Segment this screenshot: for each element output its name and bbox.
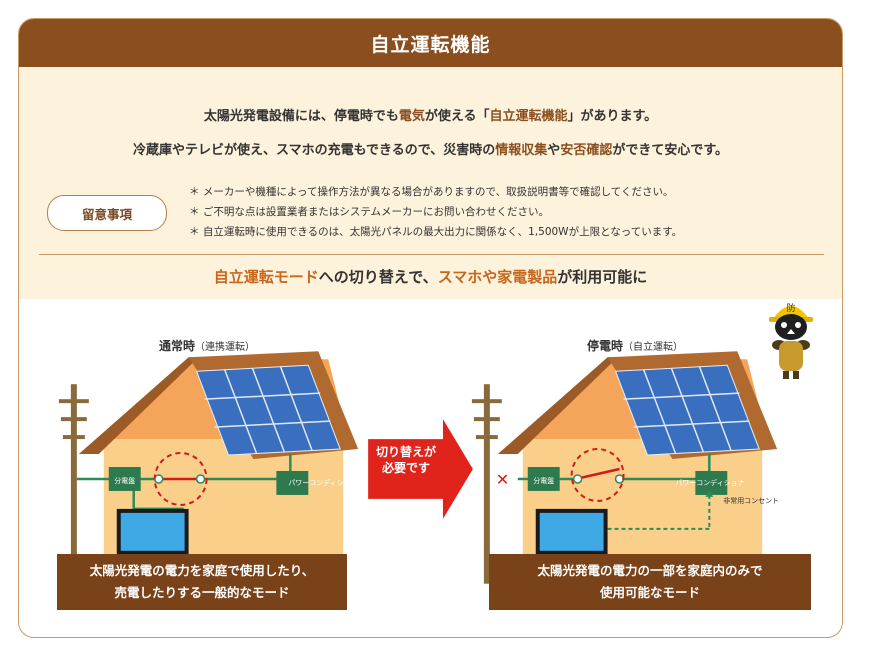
caption-normal-line-1: 太陽光発電の電力を家庭で使用したり、 [89,563,315,578]
tv-icon [535,508,608,561]
intro-line-2: 冷蔵庫やテレビが使え、スマホの充電もできるので、災害時の情報収集や安否確認ができ… [19,139,842,158]
subtitle: 自立運転モードへの切り替えで、スマホや家電製品が利用可能に [19,266,842,287]
intro-text: や [547,143,561,158]
utility-pole-right [471,384,502,584]
house-right [497,351,778,589]
switch-highlight-right [570,448,625,502]
switch-highlight-left [153,452,208,506]
label-normal: 通常時（連携運転） [159,337,255,354]
caption-outage-line-1: 太陽光発電の電力の一部を家庭内のみで [537,563,763,578]
subtitle-text: への切り替えで、 [318,268,438,286]
subtitle-devices: スマホや家電製品 [437,268,558,286]
breaker-label: 分電盤 [533,476,554,485]
notes-label-text: 留意事項 [81,206,132,222]
highlight-feature: 自立運転機能 [489,109,568,124]
label-outage-title: 停電時 [587,339,624,353]
pcs-label: パワーコンディショナ [675,478,744,487]
note-item: ＊ ご不明な点は設置業者またはシステムメーカーにお問い合わせください。 [189,206,550,218]
breaker-left [108,467,141,491]
intro-text: が使える「 [424,109,490,124]
label-outage-sub: （自立運転） [623,342,684,353]
caption-outage-line-2: 使用可能なモード [599,585,700,600]
top-section: 太陽光発電設備には、停電時でも電気が使える「自立運転機能」があります。 冷蔵庫や… [19,67,842,379]
note-item: ＊ メーカーや機種によって操作方法が異なる場合がありますので、取扱説明書等で確認… [189,186,674,198]
subtitle-mode: 自立運転モード [213,268,319,286]
pcs-right [695,470,728,495]
house-left [78,351,359,589]
utility-pole-left [58,384,89,584]
diagram: 分電盤 パワーコンディショナ ✕ [58,351,779,589]
switch-arrow [368,419,473,519]
notes-label: 留意事項 [47,195,167,231]
cut-icon: ✕ [496,470,509,489]
card-title: 自立運転機能 [370,33,491,56]
switch-arrow-label: 切り替えが 必要です [371,444,441,476]
switch-label-line-1: 切り替えが [375,445,436,459]
breaker-label: 分電盤 [114,476,135,485]
breaker-right [527,467,560,491]
notes-list: ＊ メーカーや機種によって操作方法が異なる場合がありますので、取扱説明書等で確認… [189,182,829,242]
intro-text: 太陽光発電設備には、停電時でも [203,109,399,124]
mascot-icon: 防 [769,302,813,379]
card-header: 自立運転機能 [19,19,842,67]
label-normal-sub: （連携運転） [195,342,256,353]
intro-text: 」があります。 [567,109,658,124]
pcs-label: パワーコンディショナ [288,478,357,487]
intro-line-1: 太陽光発電設備には、停電時でも電気が使える「自立運転機能」があります。 [19,105,842,124]
subtitle-text: が利用可能に [557,268,648,286]
intro-text: ができて安心です。 [612,143,729,158]
outlet-label: 非常用コンセント [723,496,779,505]
pcs-left [276,470,309,495]
tv-icon [116,508,189,561]
note-item: ＊ 自立運転時に使用できるのは、太陽光パネルの最大出力に関係なく、1,500Wが… [189,226,683,238]
highlight-safety: 安否確認 [560,143,613,158]
info-card: 自立運転機能 太陽光発電設備には、停電時でも電気が使える「自立運転機能」がありま… [18,18,843,638]
caption-normal: 太陽光発電の電力を家庭で使用したり、 売電したりする一般的なモード [57,554,347,610]
switch-label-line-2: 必要です [381,461,430,475]
highlight-denki: 電気 [398,109,425,124]
mascot-badge: 防 [786,302,795,314]
highlight-info: 情報収集 [495,143,548,158]
intro-text: 冷蔵庫やテレビが使え、スマホの充電もできるので、災害時の [132,143,496,158]
caption-normal-line-2: 売電したりする一般的なモード [114,585,290,600]
label-normal-title: 通常時 [159,339,196,353]
caption-outage: 太陽光発電の電力の一部を家庭内のみで 使用可能なモード [489,554,811,610]
label-outage: 停電時（自立運転） [587,337,683,354]
divider [39,254,824,255]
